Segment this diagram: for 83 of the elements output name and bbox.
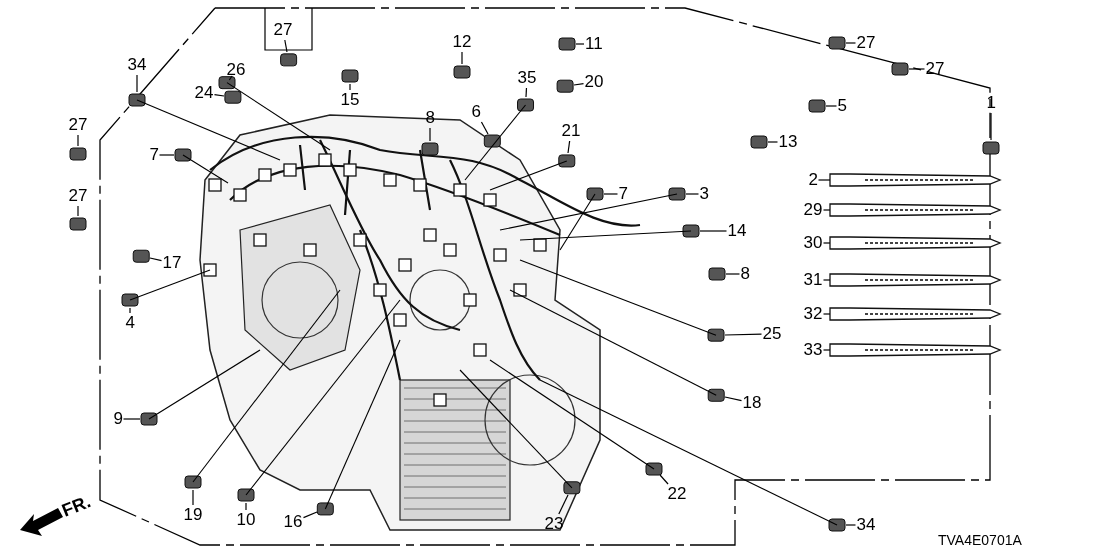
leader-line [129, 307, 131, 314]
callout-number: 34 [856, 516, 876, 534]
callout-number: 27 [856, 34, 876, 52]
callout-number: 8 [740, 265, 750, 283]
drawing-code: TVA4E0701A [938, 532, 1022, 548]
callout-number: 24 [194, 84, 214, 102]
callout-number: 32 [803, 305, 823, 323]
leader-line [699, 230, 728, 232]
leader-line [192, 489, 194, 506]
callout-number: 34 [127, 56, 147, 74]
callout-number: 30 [803, 234, 823, 252]
leader-line [558, 494, 569, 515]
callout-number: 9 [113, 410, 123, 428]
leader-line [284, 39, 288, 53]
leader-line [122, 418, 141, 420]
callout-number: 18 [742, 394, 762, 412]
callout-number: 5 [837, 97, 847, 115]
callout-number: 11 [585, 35, 603, 53]
callout-number: 1 [986, 94, 996, 112]
leader-line [822, 242, 831, 244]
callout-number: 21 [561, 122, 581, 140]
callout-number: 27 [68, 187, 88, 205]
callout-number: 27 [925, 60, 945, 78]
leader-line [845, 42, 857, 44]
leader-line [845, 524, 857, 526]
leader-line [659, 474, 669, 485]
callout-number: 16 [283, 513, 303, 531]
leader-line [822, 209, 831, 211]
callout-number: 3 [699, 185, 709, 203]
callout-number: 22 [667, 485, 687, 503]
leader-line [724, 396, 743, 402]
callout-number: 25 [762, 325, 782, 343]
leader-line [822, 313, 831, 315]
leader-line [567, 140, 571, 154]
leader-line [825, 105, 838, 107]
callout-number: 20 [584, 73, 604, 91]
callout-number: 26 [226, 61, 246, 79]
callout-number: 31 [803, 271, 823, 289]
callout-number: 6 [471, 103, 481, 121]
leader-line [213, 93, 225, 97]
leader-line [575, 43, 585, 45]
callout-number: 35 [517, 69, 537, 87]
leader-line [685, 193, 700, 195]
callout-number: 10 [236, 511, 256, 529]
callout-number: 12 [452, 33, 472, 51]
leader-line [908, 68, 926, 70]
leader-line [822, 279, 831, 281]
callout-number: 17 [162, 254, 182, 272]
leader-line [480, 121, 489, 135]
leader-line [725, 273, 741, 275]
leader-line [228, 75, 233, 81]
callout-number: 27 [68, 116, 88, 134]
callout-number: 27 [273, 21, 293, 39]
leader-line [603, 193, 619, 195]
leader-line [349, 83, 351, 91]
callout-number: 33 [803, 341, 823, 359]
leader-line [77, 205, 79, 217]
callout-number: 13 [778, 133, 798, 151]
callout-number: 14 [727, 222, 747, 240]
callout-number: 7 [149, 146, 159, 164]
leader-line [245, 502, 247, 511]
callout-number: 7 [618, 185, 628, 203]
leader-line [302, 511, 318, 519]
leader-line [429, 127, 431, 142]
leader-line [149, 257, 163, 262]
leader-line [990, 112, 992, 141]
leader-line [767, 141, 779, 143]
callout-number: 15 [340, 91, 360, 109]
leader-line [461, 51, 463, 65]
leader-line [525, 87, 528, 98]
callout-number: 2 [808, 171, 818, 189]
leader-line [724, 333, 763, 336]
fr-label: FR. [59, 491, 94, 522]
callout-number: 23 [544, 515, 564, 533]
callout-number: 19 [183, 506, 203, 524]
callout-number: 29 [803, 201, 823, 219]
leader-line [77, 134, 79, 147]
leader-line [136, 74, 138, 93]
leader-line [822, 349, 831, 351]
callout-number: 4 [125, 314, 135, 332]
leader-line [817, 179, 831, 181]
leader-line [573, 82, 585, 86]
leader-line [158, 154, 175, 156]
